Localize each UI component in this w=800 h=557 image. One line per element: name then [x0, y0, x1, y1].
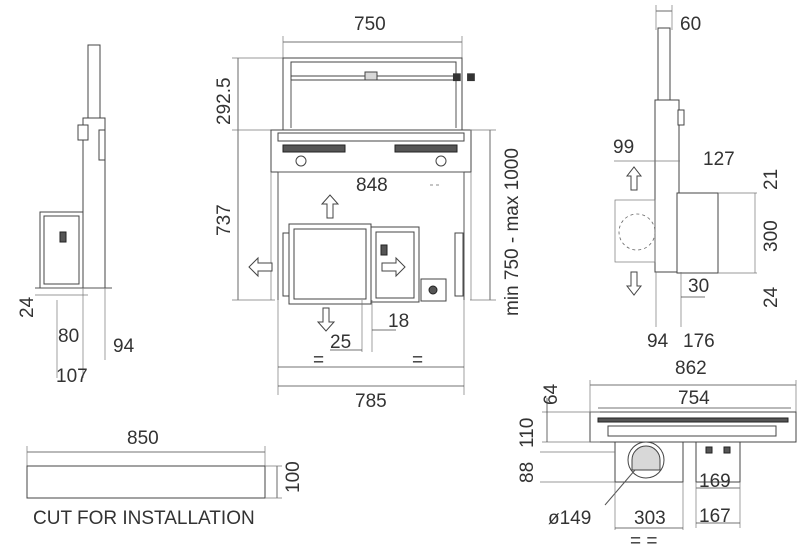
equal-marks-top: = = [630, 531, 657, 552]
dim-24-left: 24 [17, 296, 38, 318]
equal-mark-1: = [313, 350, 324, 371]
dim-24-right: 24 [761, 286, 782, 308]
dim-25: 25 [330, 332, 351, 353]
dim-737: 737 [214, 204, 235, 236]
arrow-down-icon [316, 307, 336, 332]
dim-94-right: 94 [647, 331, 669, 352]
dim-64: 64 [541, 383, 562, 405]
cut-for-installation-label: CUT FOR INSTALLATION [33, 508, 255, 529]
arrow-left-icon [248, 256, 273, 278]
front-view: 750 292.5 737 ■ ■ 848 min [214, 14, 523, 412]
dim-167: 167 [699, 506, 731, 527]
top-view: 862 754 64 110 88 169 167 ø149 303 = = [517, 358, 797, 552]
dim-99: 99 [613, 137, 634, 158]
dim-88: 88 [517, 462, 538, 483]
svg-text:■ ■: ■ ■ [452, 69, 476, 86]
dim-94-left: 94 [113, 336, 135, 357]
dim-18: 18 [388, 311, 409, 332]
dim-169: 169 [699, 471, 731, 492]
dim-min-max: min 750 - max 1000 [502, 148, 523, 316]
dim-60: 60 [680, 14, 701, 35]
side-view-left: 24 80 94 107 [17, 44, 135, 387]
right-column [654, 99, 680, 273]
dim-300: 300 [761, 220, 782, 252]
dim-100: 100 [283, 461, 304, 493]
arrow-down-right-icon [625, 271, 643, 296]
dim-862: 862 [675, 358, 707, 379]
dim-785: 785 [355, 391, 387, 412]
dim-754: 754 [678, 388, 710, 409]
cutout-view: 850 100 CUT FOR INSTALLATION [26, 428, 304, 529]
dim-21: 21 [761, 169, 782, 190]
side-view-right: 60 99 127 21 300 24 30 94 176 [613, 5, 782, 352]
dim-303: 303 [634, 508, 666, 529]
dim-750: 750 [354, 14, 386, 35]
arrow-right-icon [381, 256, 406, 278]
dim-292-5: 292.5 [214, 77, 235, 125]
dim-30: 30 [688, 276, 709, 297]
dim-848: 848 [356, 175, 388, 196]
dim-127: 127 [703, 149, 735, 170]
dim-80: 80 [58, 326, 79, 347]
cutout-rect [26, 465, 266, 499]
arrow-up-icon [320, 194, 340, 219]
control-unit-top [695, 441, 741, 483]
equal-mark-2: = [412, 350, 423, 371]
dim-850: 850 [127, 428, 159, 449]
dim-110: 110 [517, 418, 538, 448]
dim-107: 107 [56, 366, 88, 387]
right-duct [676, 192, 719, 274]
dim-176: 176 [683, 331, 715, 352]
dim-dia-149: ø149 [548, 508, 591, 529]
arrow-up-right-icon [625, 166, 643, 191]
